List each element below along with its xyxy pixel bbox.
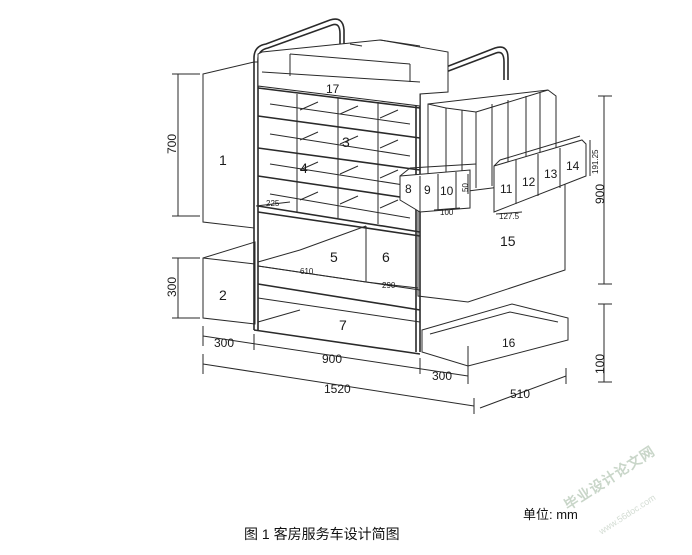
part-label-1: 1 xyxy=(219,152,227,168)
dim-small-127-5: 127.5 xyxy=(499,212,520,221)
dim-bottom-300-left: 300 xyxy=(214,336,234,350)
dim-bottom-900: 900 xyxy=(322,352,342,366)
dim-bottom-300-right: 300 xyxy=(432,369,452,383)
dim-small-191-25: 191.25 xyxy=(591,149,600,174)
small-bins-8-10 xyxy=(399,163,477,213)
part-label-10: 10 xyxy=(440,184,454,198)
dim-small-290: 290 xyxy=(382,281,396,290)
part-label-5: 5 xyxy=(330,249,338,265)
dim-depth-510: 510 xyxy=(510,387,530,401)
part-label-4: 4 xyxy=(300,160,308,176)
dim-right-100: 100 xyxy=(593,354,607,374)
part-label-15: 15 xyxy=(500,233,516,249)
dim-small-610: 610 xyxy=(300,267,314,276)
part-label-6: 6 xyxy=(382,249,390,265)
dimension-labels: 700 300 300 900 300 1520 510 900 100 225… xyxy=(165,134,607,401)
part-label-12: 12 xyxy=(522,175,536,189)
dim-left-300: 300 xyxy=(165,277,179,297)
dim-small-50: 50 xyxy=(461,183,470,192)
dim-right-900: 900 xyxy=(593,184,607,204)
top-box xyxy=(257,39,449,107)
shelf-grid xyxy=(257,87,421,233)
part-label-17: 17 xyxy=(326,82,340,96)
bottom-right-tray xyxy=(421,303,569,367)
part-label-7: 7 xyxy=(339,317,347,333)
dimension-lines xyxy=(172,73,612,414)
bins-11-14 xyxy=(493,135,587,213)
dim-total-1520: 1520 xyxy=(324,382,351,396)
part-label-9: 9 xyxy=(424,183,431,197)
dim-left-700: 700 xyxy=(165,134,179,154)
part-label-2: 2 xyxy=(219,287,227,303)
dim-small-100: 100 xyxy=(440,208,454,217)
figure-caption: 图 1 客房服务车设计简图 xyxy=(244,526,400,542)
bottom-left-box xyxy=(202,241,256,325)
part-label-16: 16 xyxy=(502,336,516,350)
unit-label: 单位: mm xyxy=(523,507,578,522)
part-labels: 1 2 3 4 5 6 7 8 9 10 11 12 13 14 15 16 1… xyxy=(219,82,580,350)
dim-small-225: 225 xyxy=(266,199,280,208)
bottom-compartment xyxy=(253,283,421,355)
left-cabinet xyxy=(202,61,258,229)
part-label-11: 11 xyxy=(500,182,513,196)
part-label-14: 14 xyxy=(566,159,580,173)
part-label-13: 13 xyxy=(544,167,558,181)
part-label-8: 8 xyxy=(405,182,412,196)
part-label-3: 3 xyxy=(342,134,350,150)
